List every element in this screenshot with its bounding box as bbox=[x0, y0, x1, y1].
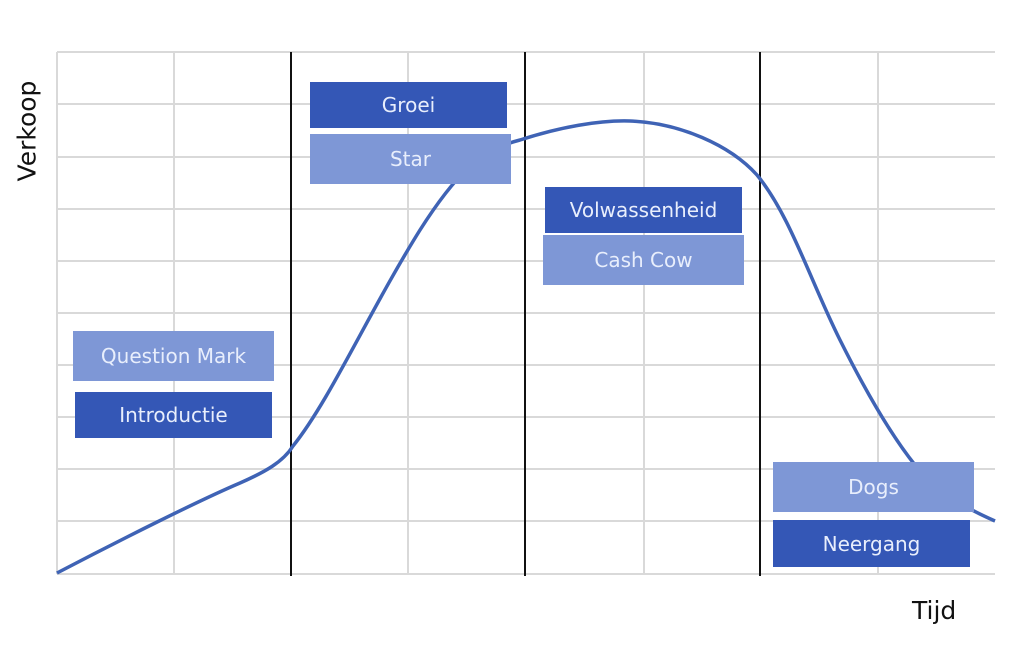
bcg-label-cash-cow: Cash Cow bbox=[543, 235, 744, 285]
sales-curve bbox=[56, 119, 996, 575]
bcg-label-star: Star bbox=[310, 134, 511, 184]
stage-label-volwassenheid: Volwassenheid bbox=[545, 187, 742, 233]
x-axis-label: Tijd bbox=[912, 596, 957, 625]
y-axis-label: Verkoop bbox=[2, 76, 52, 186]
stage-label-introductie: Introductie bbox=[75, 392, 272, 438]
stage-label-neergang: Neergang bbox=[773, 520, 970, 567]
stage-label-groei: Groei bbox=[310, 82, 507, 128]
y-axis-label-text: Verkoop bbox=[12, 80, 42, 182]
bcg-label-dogs: Dogs bbox=[773, 462, 974, 512]
bcg-label-question-mark: Question Mark bbox=[73, 331, 274, 381]
